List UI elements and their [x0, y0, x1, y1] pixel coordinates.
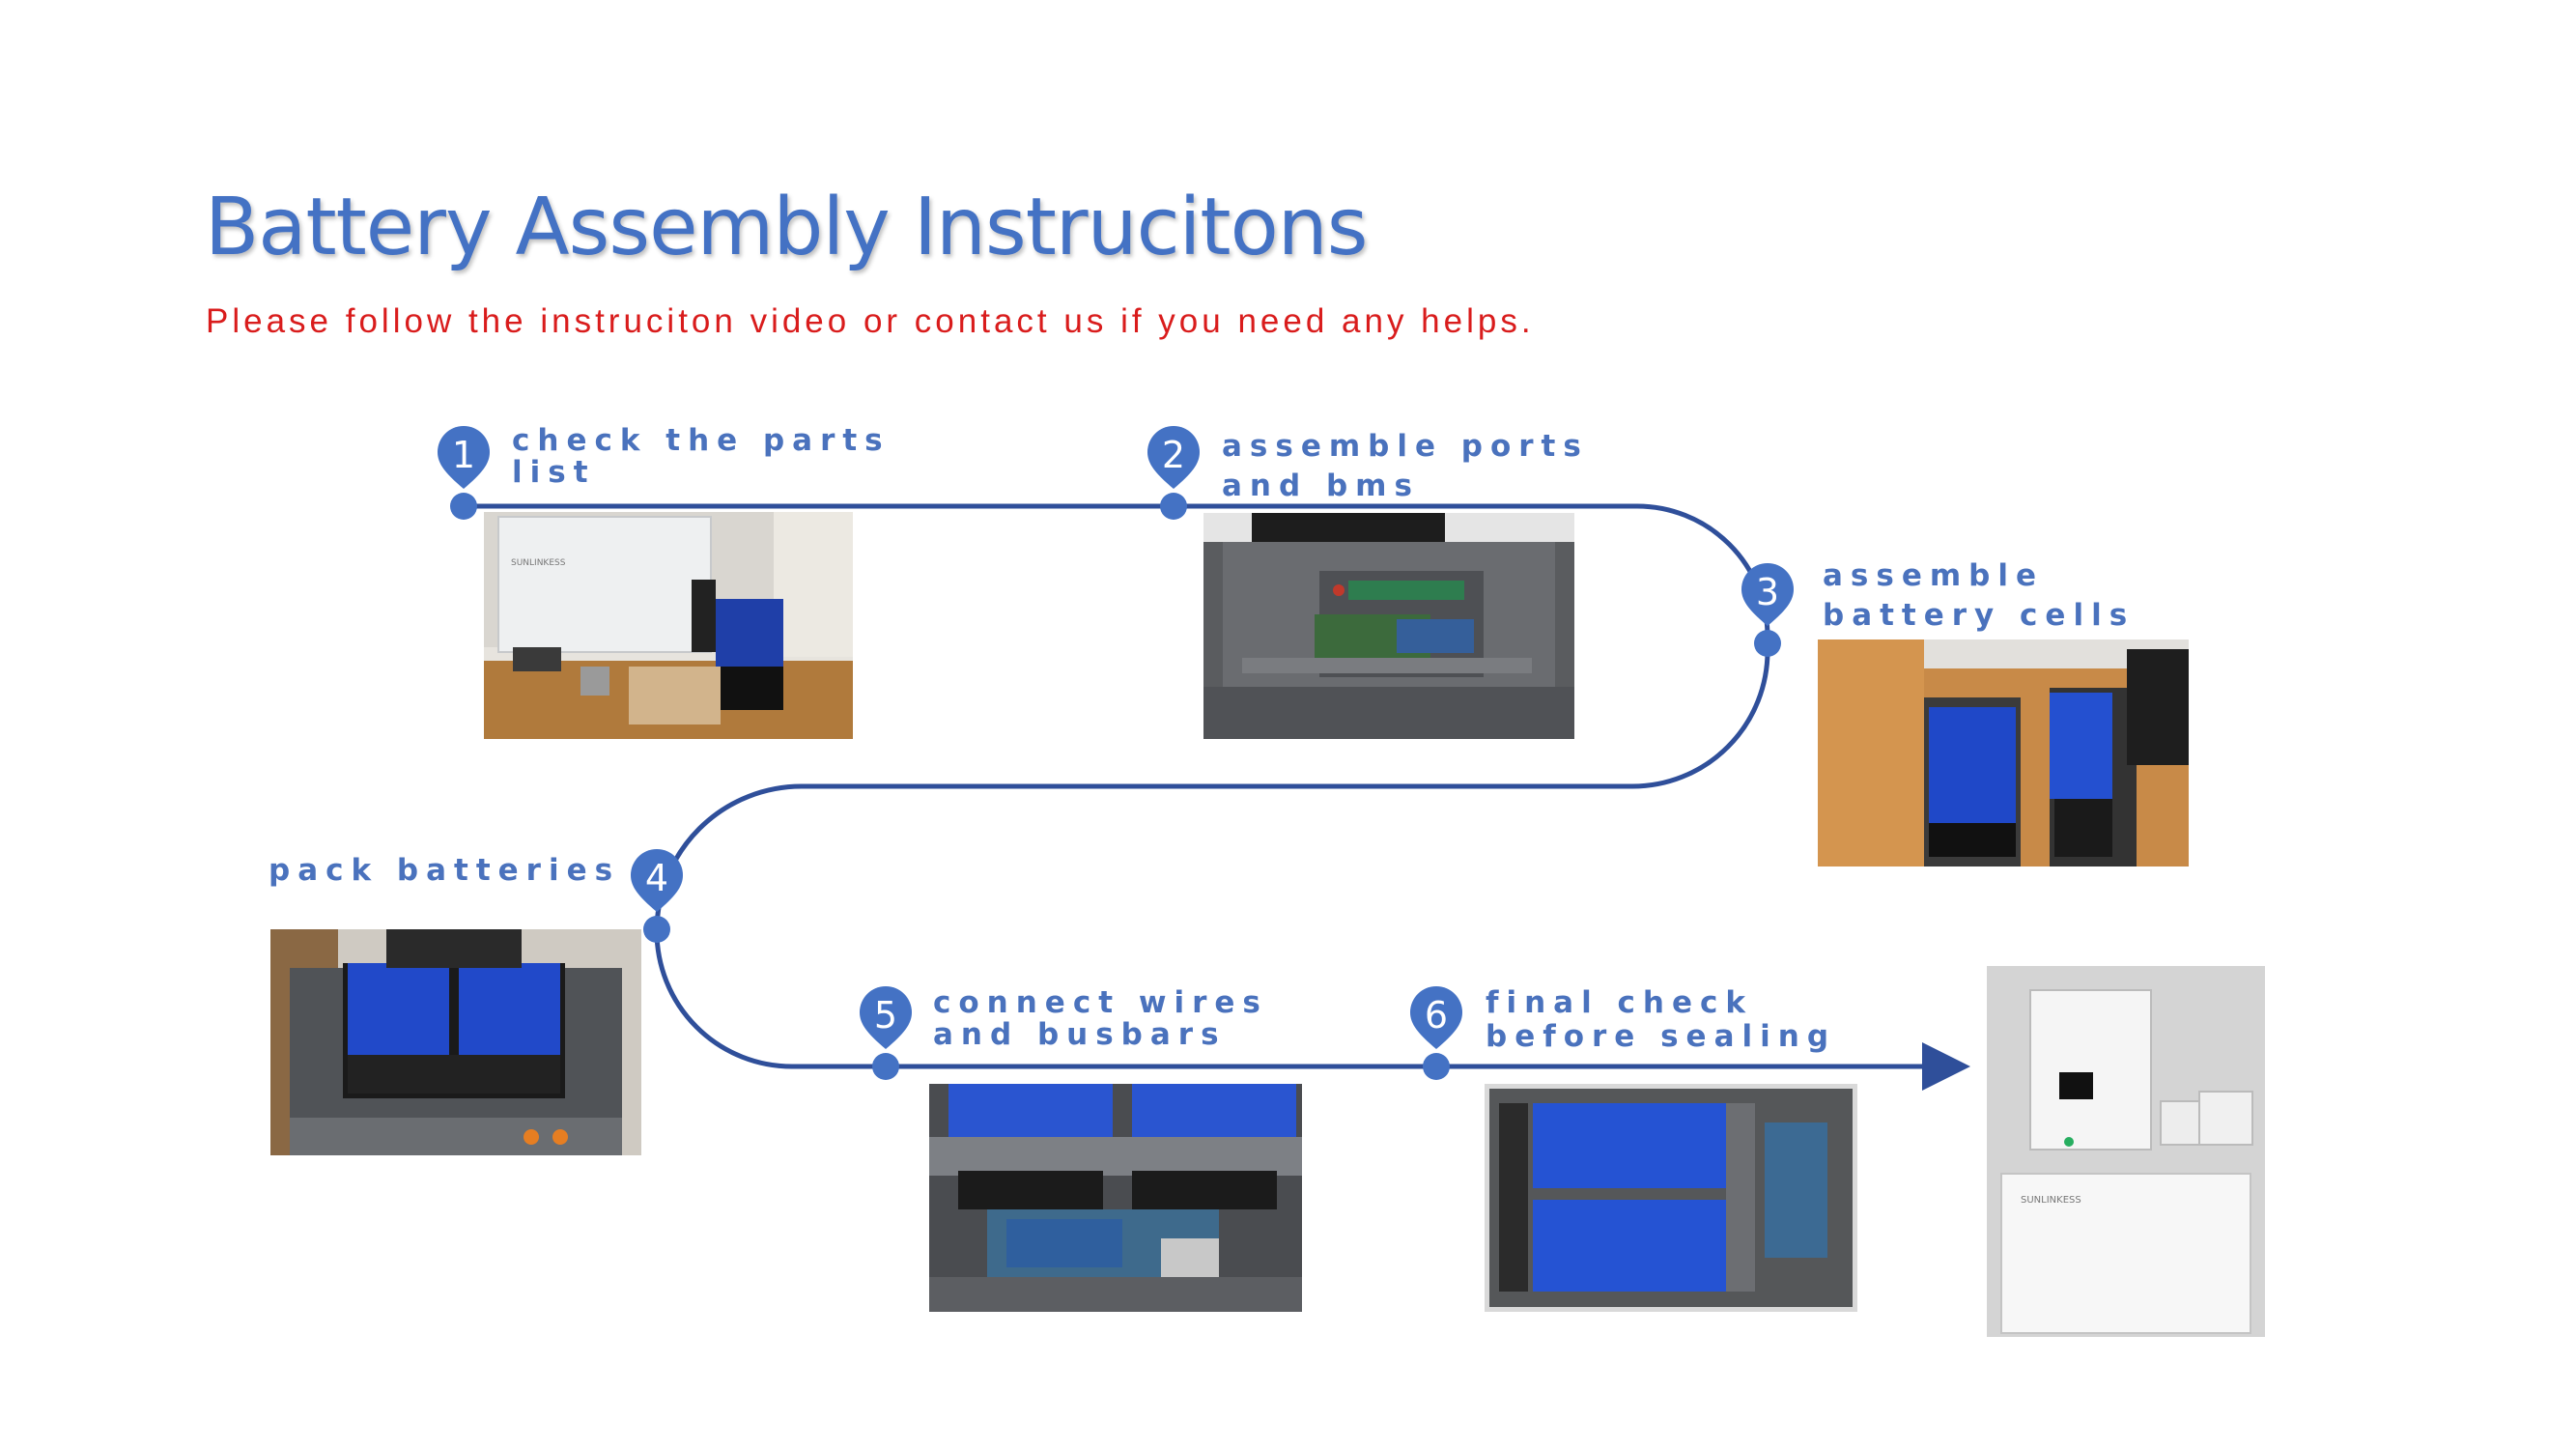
step-2-pin: 2 [1147, 426, 1200, 520]
step-5-photo [929, 1084, 1302, 1312]
step-6-label: final check before sealing [1486, 985, 1836, 1055]
page-subtitle: Please follow the instruciton video or c… [206, 302, 1535, 340]
finished-product-photo: SUNLINKESS [1987, 966, 2265, 1337]
step-3-label: assemble battery cells [1823, 558, 2135, 634]
step-5-label-line2: and busbars [933, 1017, 1227, 1052]
step-1-pin: 1 [438, 426, 490, 520]
step-6-pin: 6 [1410, 986, 1462, 1080]
step-2-photo [1203, 513, 1574, 739]
page-title: Battery Assembly Instrucitons [205, 182, 1368, 273]
step-2-label: assemble ports and bms [1222, 429, 1589, 504]
step-6-photo [1485, 1084, 1857, 1312]
step-6-label-line2: before sealing [1486, 1019, 1837, 1054]
step-5-label: connect wires and busbars [933, 985, 1268, 1053]
step-3-number: 3 [1756, 571, 1779, 613]
step-4-photo [270, 929, 641, 1155]
step-4-label: pack batteries [269, 853, 620, 889]
step-3-label-line2: battery cells [1823, 598, 2136, 633]
step-1-label: check the parts list [512, 423, 891, 491]
step-5-label-line1: connect wires [933, 985, 1268, 1020]
step-1-number: 1 [452, 434, 475, 476]
step-1-label-line2: list [512, 455, 596, 490]
step-6-label-line1: final check [1486, 985, 1753, 1020]
step-2-label-line1: assemble ports [1222, 429, 1589, 464]
step-3-label-line1: assemble [1823, 558, 2044, 593]
step-3-photo [1818, 639, 2189, 867]
step-5-pin: 5 [860, 986, 912, 1080]
step-2-label-line2: and bms [1222, 469, 1420, 503]
photo-7-logo: SUNLINKESS [2021, 1195, 2081, 1206]
step-5-number: 5 [874, 994, 897, 1037]
step-4-pin: 4 [631, 849, 683, 943]
step-4-label-line1: pack batteries [269, 853, 621, 888]
photo-1-logo: SUNLINKESS [511, 558, 566, 568]
step-3-pin: 3 [1741, 563, 1794, 657]
step-2-number: 2 [1162, 434, 1185, 476]
step-6-number: 6 [1425, 994, 1448, 1037]
step-1-photo: SUNLINKESS [484, 512, 853, 739]
step-1-label-line1: check the parts [512, 423, 891, 458]
step-4-number: 4 [645, 857, 668, 899]
